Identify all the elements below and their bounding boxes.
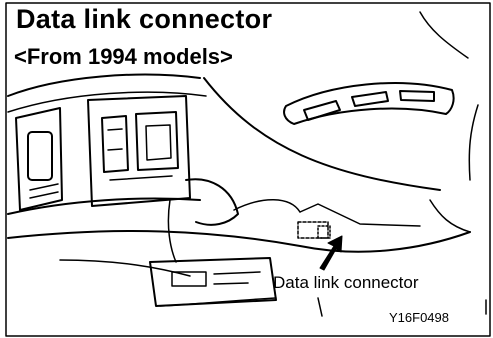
steering-column	[185, 178, 239, 226]
figure-frame	[5, 2, 491, 337]
windshield-edge	[203, 77, 441, 191]
center-console	[149, 257, 277, 307]
lower-panel	[7, 230, 471, 253]
connector-arrow-icon	[319, 235, 343, 271]
dashboard-top	[7, 73, 201, 97]
door-line	[468, 104, 479, 181]
connector-callout-label: Data link connector	[273, 273, 419, 292]
pillar-line	[419, 11, 469, 59]
lower-dash	[7, 197, 201, 215]
instrument-panel	[15, 95, 191, 211]
data-link-connector	[297, 221, 331, 239]
figure-id: Y16F0498	[389, 310, 449, 325]
figure-title: Data link connector	[14, 4, 275, 35]
figure-subtitle: <From 1994 models>	[12, 44, 235, 70]
center-vents	[283, 82, 455, 125]
